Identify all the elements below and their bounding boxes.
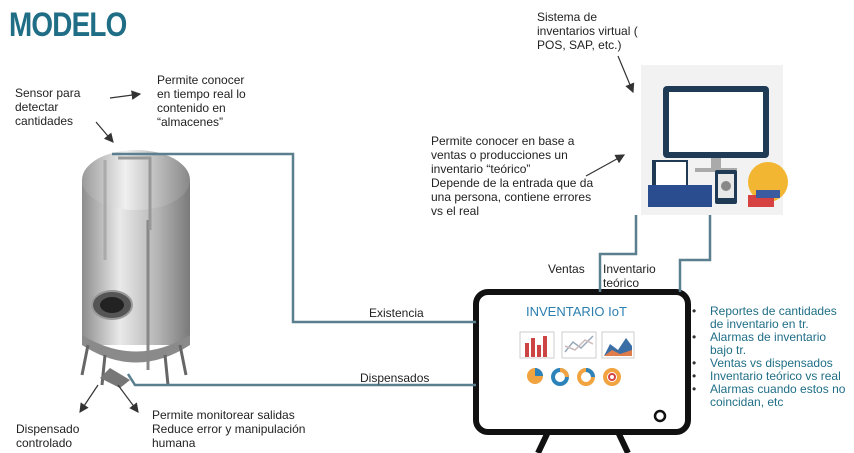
sensor-label: Sensor para detectar cantidades (15, 86, 81, 128)
inventario-teorico-label: Inventario teórico (603, 262, 656, 290)
virtual-system-label: Sistema de inventarios virtual ( POS, SA… (537, 10, 638, 52)
area-chart-icon (601, 331, 635, 359)
realtime-label: Permite conocer en tiempo real lo conten… (157, 73, 246, 129)
computer-illustration (641, 65, 788, 215)
monitor-illustration (473, 289, 691, 453)
existencia-label: Existencia (369, 306, 424, 320)
page-title: MODELO (9, 6, 127, 44)
existencia-connector (112, 152, 476, 324)
feature-item: Reportes de cantidades de inventario en … (692, 305, 852, 331)
dispensados-label: Dispensados (360, 371, 430, 385)
donut-chart-icon-2 (577, 368, 595, 386)
pie-chart-icon-1 (527, 368, 543, 384)
feature-item: Alarmas de inventario bajo tr. (692, 331, 852, 357)
feature-item: Inventario teórico vs real (692, 370, 852, 384)
donut-chart-icon-1 (551, 368, 569, 386)
inventario-teorico-connector (678, 215, 712, 292)
dispensado-controlado-label: Dispensado controlado (16, 422, 80, 450)
monitor-outputs-label: Permite monitorear salidas Reduce error … (152, 408, 306, 450)
donut-chart-icon-3 (603, 368, 621, 386)
feature-item: Alarmas cuando estos no coincidan, etc (692, 383, 852, 409)
feature-item: Ventas vs dispensados (692, 357, 852, 371)
ventas-connector (598, 215, 638, 292)
features-list: Reportes de cantidades de inventario en … (692, 305, 852, 409)
bar-chart-icon (519, 331, 555, 359)
line-chart-icon (561, 331, 597, 359)
tank-illustration (80, 150, 190, 388)
annotation-arrows (79, 55, 635, 413)
dispensados-connector (126, 373, 476, 387)
screen-title: INVENTARIO IoT (526, 304, 627, 319)
ventas-label: Ventas (548, 262, 585, 276)
theoretical-inventory-label: Permite conocer en base a ventas o produ… (431, 134, 594, 218)
connector-lines (112, 152, 712, 387)
